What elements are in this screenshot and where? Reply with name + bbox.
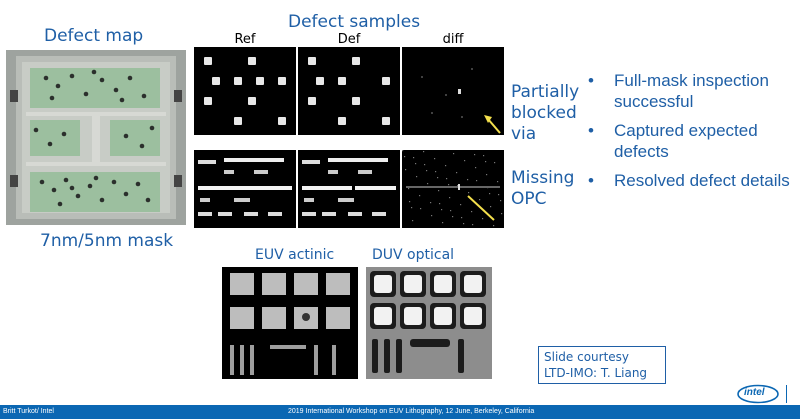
diff-opc-image <box>402 150 504 228</box>
defect-samples-title: Defect samples <box>288 12 421 32</box>
bullet-1-line2: successful <box>614 92 694 111</box>
euv-actinic-label: EUV actinic <box>255 247 335 263</box>
slide-courtesy-box: Slide courtesy LTD-IMO: T. Liang <box>538 346 666 384</box>
row2-label-line1: Missing <box>511 168 575 188</box>
column-diff-label: diff <box>442 32 464 47</box>
euv-actinic-image <box>222 267 358 379</box>
row1-label-line3: via <box>511 124 537 144</box>
duv-optical-label: DUV optical <box>372 247 455 263</box>
bullet-3-line1: Resolved defect details <box>614 171 790 190</box>
bullet-2-line2: defects <box>614 142 669 161</box>
bullet-1-line1: Full-mask inspection <box>614 71 769 90</box>
diff-via-image <box>402 47 504 135</box>
footer-conference: 2019 International Workshop on EUV Litho… <box>288 408 535 415</box>
row1-label-line2: blocked <box>511 103 577 123</box>
ref-via-image <box>194 47 296 135</box>
bullet-item: • Resolved defect details <box>588 170 798 191</box>
bullet-2-line1: Captured expected <box>614 121 758 140</box>
duv-optical-image <box>366 267 492 379</box>
row-label-partially-blocked-via: Partially blocked via <box>511 82 579 145</box>
bullet-list: • Full-mask inspection successful • Capt… <box>588 70 798 191</box>
intel-logo: intel <box>736 384 780 404</box>
courtesy-line1: Slide courtesy <box>544 350 630 364</box>
courtesy-line2: LTD-IMO: T. Liang <box>544 366 648 380</box>
def-via-image <box>298 47 400 135</box>
defect-map-image <box>6 50 186 225</box>
column-ref-label: Ref <box>234 32 256 47</box>
logo-divider <box>786 385 787 403</box>
defect-map-title: Defect map <box>44 26 144 46</box>
row1-label-line1: Partially <box>511 82 580 102</box>
footer-bar: Britt Turkot/ Intel 2019 International W… <box>0 405 800 419</box>
ref-opc-image <box>194 150 296 228</box>
row-label-missing-opc: Missing OPC <box>511 168 574 210</box>
bullet-item: • Full-mask inspection successful <box>588 70 798 112</box>
intel-logo-text: intel <box>744 387 765 398</box>
bullet-item: • Captured expected defects <box>588 120 798 162</box>
defect-map-caption: 7nm/5nm mask <box>40 231 174 251</box>
column-def-label: Def <box>337 32 361 47</box>
def-opc-image <box>298 150 400 228</box>
row2-label-line2: OPC <box>511 189 547 209</box>
footer-author: Britt Turkot/ Intel <box>3 408 54 415</box>
